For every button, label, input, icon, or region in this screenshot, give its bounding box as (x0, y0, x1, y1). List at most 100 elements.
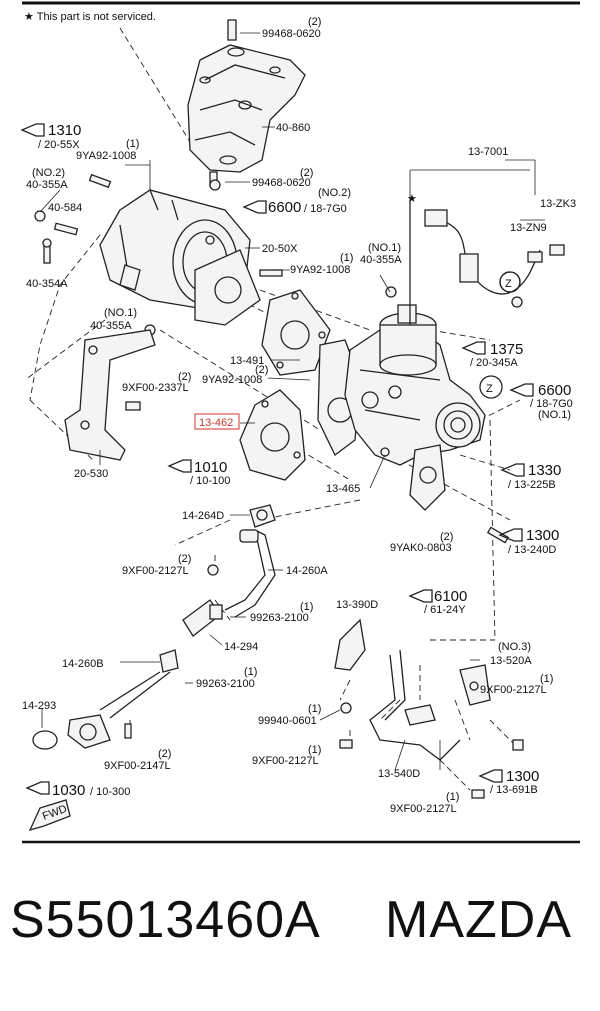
callout-1030: 1030 (52, 782, 85, 799)
callout-13-390d: 13-390D (336, 599, 378, 611)
callout-6600-a: 6600 (268, 199, 301, 216)
water-pipes (334, 526, 524, 799)
callout-99940-0601: 99940-0601 (258, 715, 317, 727)
callout-18-7g0-a: / 18-7G0 (304, 203, 347, 215)
callout-61-24y: / 61-24Y (424, 604, 466, 616)
callout-9xf00-2147l: 9XF00-2147L (104, 760, 171, 772)
callout-qty: (1) (340, 252, 353, 264)
bracket-20-530 (64, 329, 156, 461)
callout-9xf00-2127l-a: 9XF00-2127L (122, 565, 189, 577)
ref-arrow-icon (500, 463, 525, 477)
callout-13-491: 13-491 (230, 355, 264, 367)
callout-99263-2100-a: 99263-2100 (250, 612, 309, 624)
callout-1375: 1375 (490, 341, 523, 358)
callout-qty: (1) (244, 666, 257, 678)
not-serviced-star: ★ (407, 193, 417, 205)
highlight-box-13-462 (194, 413, 240, 430)
callout-13-zn9: 13-ZN9 (510, 222, 547, 234)
z-marker-harness: Z (499, 271, 521, 293)
callout-13-465: 13-465 (326, 483, 360, 495)
callout-99263-2100-b: 99263-2100 (196, 678, 255, 690)
service-note: ★ This part is not serviced. (24, 11, 156, 23)
svg-text:Z: Z (486, 383, 493, 395)
callout-20-345a: / 20-345A (470, 357, 518, 369)
callout-9xf00-2337l: 9XF00-2337L (122, 382, 189, 394)
callout-9xf00-2127l-b: 9XF00-2127L (480, 684, 547, 696)
callout-1330: 1330 (528, 462, 561, 479)
callout-10-300: / 10-300 (90, 786, 130, 798)
converter-fasteners (34, 179, 397, 336)
callout-qty: (1) (446, 791, 459, 803)
callout-13-240d: / 13-240D (508, 544, 556, 556)
callout-qty: (2) (300, 167, 313, 179)
callout-40-355a-no1: 40-355A (90, 320, 132, 332)
callout-note: (NO.2) (318, 187, 351, 199)
z-marker-turbo: Z (479, 375, 503, 399)
callout-6600-b: 6600 (538, 382, 571, 399)
callout-note: (NO.1) (104, 307, 137, 319)
callout-20-530: 20-530 (74, 468, 108, 480)
callout-qty: (2) (440, 531, 453, 543)
ref-arrow-icon (498, 528, 523, 542)
callout-qty: (1) (126, 138, 139, 150)
brand-name: MAZDA (385, 891, 572, 949)
callout-18-7g0-b: / 18-7G0 (530, 398, 573, 410)
callout-20-50x: 20-50X (262, 243, 298, 255)
callout-13-691b: / 13-691B (490, 784, 538, 796)
callout-9ya92-1008-b: 9YA92-1008 (290, 264, 350, 276)
callout-13-462: 13-462 (199, 417, 233, 429)
fwd-arrow-icon: FWD (28, 799, 71, 832)
callout-1300-b: 1300 (506, 768, 539, 785)
callout-note: (NO.2) (32, 167, 65, 179)
callout-40-584: 40-584 (48, 202, 82, 214)
gasket-13-462 (239, 389, 306, 481)
callout-9xf00-2127l-c: 9XF00-2127L (252, 755, 319, 767)
ref-arrow-icon (20, 123, 45, 137)
callout-13-zk3: 13-ZK3 (540, 198, 576, 210)
callout-99468-0620-bottom: 99468-0620 (252, 177, 311, 189)
callout-13-7001: 13-7001 (468, 146, 508, 158)
callout-13-520a: 13-520A (490, 655, 532, 667)
heat-shield (187, 19, 306, 187)
svg-text:Z: Z (505, 278, 512, 290)
callout-9ya92-1008-a: 9YA92-1008 (76, 150, 136, 162)
ref-arrow-icon (408, 589, 433, 603)
callout-14-260a: 14-260A (286, 565, 328, 577)
callout-qty: (2) (308, 16, 321, 28)
catalytic-converter (53, 173, 283, 326)
callout-qty: (2) (158, 748, 171, 760)
callout-40-355a-right: 40-355A (360, 254, 402, 266)
callout-qty: (1) (308, 703, 321, 715)
callout-qty: (1) (300, 601, 313, 613)
harness-13-7001 (409, 200, 565, 325)
ref-arrow-icon (167, 459, 192, 473)
leader-lines (39, 32, 545, 771)
ref-arrow-icon (461, 341, 486, 355)
callout-9yak0-0803: 9YAK0-0803 (390, 542, 452, 554)
callout-9xf00-2127l-d: 9XF00-2127L (390, 803, 457, 815)
callout-99468-0620-top: 99468-0620 (262, 28, 321, 40)
ref-arrow-icon (242, 200, 267, 214)
callout-note: (NO.3) (498, 641, 531, 653)
callout-14-260b: 14-260B (62, 658, 104, 670)
caption: S55013460A MAZDA (0, 890, 600, 980)
callout-14-293: 14-293 (22, 700, 56, 712)
callout-13-540d: 13-540D (378, 768, 420, 780)
ref-arrow-icons (20, 123, 534, 795)
oil-return-pipe (32, 649, 179, 750)
callout-6100: 6100 (434, 588, 467, 605)
callout-14-264d: 14-264D (182, 510, 224, 522)
callout-40-355a-no2: 40-355A (26, 179, 68, 191)
callout-1010: 1010 (194, 459, 227, 476)
callout-qty: (2) (178, 371, 191, 383)
callout-qty: (1) (540, 673, 553, 685)
callout-1300-a: 1300 (526, 527, 559, 544)
callout-note: (NO.1) (368, 242, 401, 254)
callout-qty: (2) (255, 364, 268, 376)
ref-arrow-icon (478, 769, 503, 783)
callouts: (2) 99468-0620 40-860 (2) 99468-0620 131… (22, 16, 576, 815)
callout-14-294: 14-294 (224, 641, 258, 653)
turbocharger (344, 304, 486, 511)
callout-20-55x: / 20-55X (38, 139, 80, 151)
